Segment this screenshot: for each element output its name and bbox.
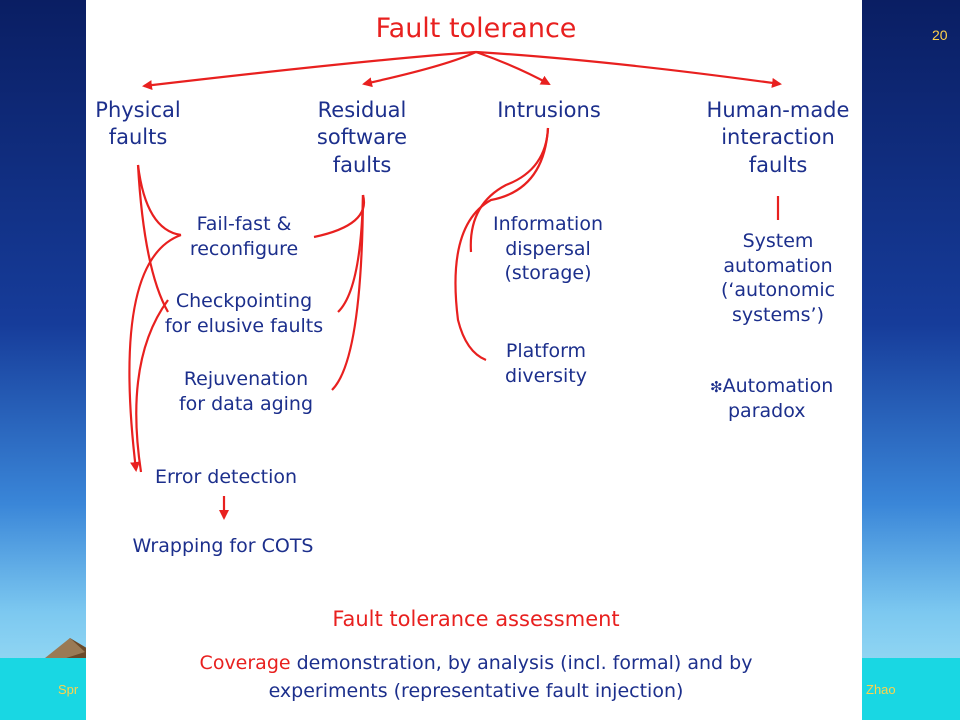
technique-fail-fast: Fail-fast & reconfigure: [174, 212, 314, 261]
category-human-made-interaction-faults: Human-made interaction faults: [698, 97, 858, 179]
technique-rejuvenation-line2: for data aging: [178, 392, 314, 415]
technique-platform-line1: Platform: [505, 340, 587, 362]
technique-automation-line1: System: [742, 230, 814, 252]
connector-intrusions-information: [469, 127, 550, 253]
paradox-line1: ❇Automation: [710, 374, 850, 399]
technique-system-automation: System automation (‘autonomic systems’): [708, 229, 848, 328]
assessment-coverage-word: Coverage: [199, 652, 291, 674]
assessment-line1-rest: demonstration, by analysis (incl. formal…: [290, 652, 753, 674]
technique-platform-diversity: Platform diversity: [488, 339, 604, 388]
technique-wrapping: Wrapping for COTS: [132, 535, 314, 557]
connector-residual-failfast: [313, 194, 366, 239]
connector-physical-errordetect-1: [128, 233, 182, 472]
technique-information-line2: dispersal: [505, 237, 591, 260]
technique-paradox-line1: Automation: [722, 375, 834, 397]
category-residual-line2: software: [316, 125, 408, 150]
category-residual-line3: faults: [332, 152, 392, 177]
technique-checkpointing: Checkpointing for elusive faults: [156, 289, 332, 338]
technique-automation-line2: automation: [723, 254, 833, 277]
category-intrusions: Intrusions: [484, 97, 614, 124]
connector-residual-rejuvenation: [331, 194, 365, 391]
assessment-line1: Coverage demonstration, by analysis (inc…: [126, 651, 826, 676]
category-residual-line1: Residual: [317, 98, 407, 122]
category-human-line1: Human-made: [706, 98, 850, 122]
technique-failfast-line1: Fail-fast &: [196, 213, 292, 235]
category-physical-line2: faults: [108, 125, 168, 150]
diagram-connectors: [128, 50, 782, 520]
technique-failfast-line2: reconfigure: [189, 237, 299, 260]
technique-rejuvenation: Rejuvenation for data aging: [166, 367, 326, 416]
technique-information-line3: (storage): [504, 262, 592, 285]
assessment-line2: experiments (representative fault inject…: [268, 680, 684, 702]
technique-checkpoint-line1: Checkpointing: [175, 290, 313, 312]
connector-to-human: [475, 50, 782, 88]
category-residual-software-faults: Residual software faults: [302, 97, 422, 179]
category-intrusions-line1: Intrusions: [497, 98, 601, 122]
diagram-title: Fault tolerance: [375, 13, 577, 44]
connector-physical-errordetect-2: [135, 299, 169, 473]
connector-to-physical: [142, 50, 477, 91]
technique-paradox-line2: paradox: [728, 399, 806, 422]
technique-platform-line2: diversity: [505, 364, 587, 387]
technique-automation-line4: systems’): [731, 304, 825, 327]
connector-to-intrusions: [475, 50, 551, 85]
connector-to-residual: [362, 51, 477, 88]
connector-physical-checkpoint: [136, 164, 169, 313]
technique-rejuvenation-line1: Rejuvenation: [183, 368, 309, 390]
connector-intrusions-platform: [454, 127, 550, 362]
technique-checkpoint-line2: for elusive faults: [164, 314, 324, 337]
technique-information-line1: Information: [493, 213, 603, 235]
category-physical-line1: Physical: [95, 98, 181, 122]
diagram-panel: Fault tolerance Physical faults Residual…: [86, 0, 862, 720]
assessment-title: Fault tolerance assessment: [332, 607, 620, 631]
slide-number: 20: [932, 27, 948, 43]
footer-right-text: Zhao: [866, 682, 896, 697]
asterisk-icon: ❇: [710, 378, 723, 396]
technique-automation-line3: (‘autonomic: [720, 279, 836, 302]
category-human-line2: interaction: [721, 125, 835, 150]
technique-automation-paradox: ❇Automation paradox: [710, 374, 850, 423]
footer-left-text: Spr: [58, 682, 79, 697]
technique-error-detection: Error detection: [154, 466, 298, 488]
technique-information-dispersal: Information dispersal (storage): [480, 212, 616, 286]
category-human-line3: faults: [748, 152, 808, 177]
category-physical-faults: Physical faults: [88, 97, 188, 152]
